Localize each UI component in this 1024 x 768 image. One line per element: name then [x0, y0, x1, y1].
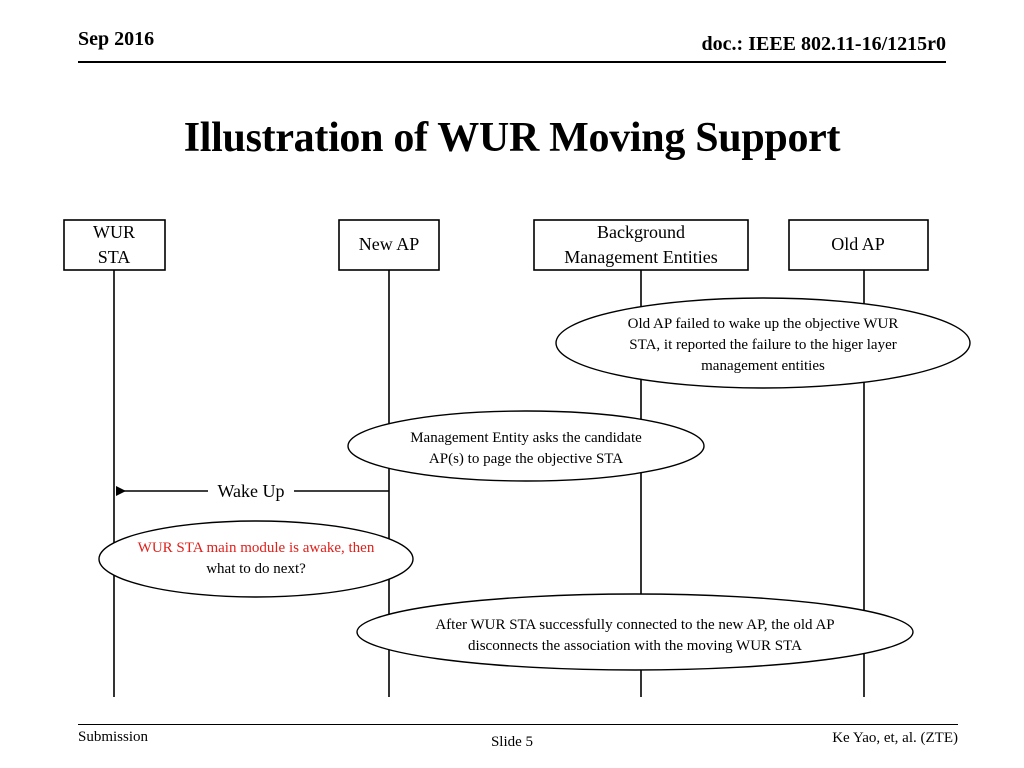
note-text-main-module-awake-line1: WUR STA main module is awake, then	[138, 540, 375, 556]
entity-label-wur-sta-line2: STA	[98, 247, 131, 267]
footer-submission: Submission	[78, 729, 149, 745]
note-text-old-ap-failed-line1: Old AP failed to wake up the objective W…	[628, 316, 899, 332]
note-text-management-entity-line1: Management Entity asks the candidate	[410, 430, 642, 446]
entity-label-old-ap: Old AP	[831, 234, 885, 254]
entity-label-new-ap: New AP	[359, 234, 420, 254]
entity-box-bme	[533, 219, 749, 271]
note-ellipse-disconnect	[356, 593, 914, 671]
header-doc-id: doc.: IEEE 802.11-16/1215r0	[701, 33, 946, 55]
slide-title: Illustration of WUR Moving Support	[183, 115, 841, 161]
note-ellipse-management-entity	[347, 410, 705, 482]
note-text-management-entity-line2: AP(s) to page the objective STA	[429, 451, 623, 467]
note-text-disconnect-line2: disconnects the association with the mov…	[468, 638, 802, 654]
note-text-main-module-awake-line2: what to do next?	[206, 561, 306, 577]
note-ellipse-old-ap-failed	[555, 297, 971, 389]
entity-box-old-ap	[788, 219, 929, 271]
note-text-disconnect-line1: After WUR STA successfully connected to …	[435, 617, 834, 633]
header-divider	[78, 61, 946, 63]
footer-slide-number: Slide 5	[490, 734, 534, 750]
header-date: Sep 2016	[78, 28, 155, 50]
note-ellipse-main-module-awake	[98, 520, 414, 598]
footer-divider	[78, 724, 958, 725]
message-label-wake-up: Wake Up	[217, 481, 284, 501]
footer-author: Ke Yao, et, al. (ZTE)	[832, 730, 958, 746]
message-label-bg	[208, 479, 294, 503]
note-text-old-ap-failed-line2: STA, it reported the failure to the hige…	[629, 337, 896, 353]
entity-box-new-ap	[338, 219, 440, 271]
entity-box-wur-sta	[63, 219, 166, 271]
note-text-old-ap-failed-line3: management entities	[701, 358, 825, 374]
entity-label-bme-line2: Management Entities	[564, 247, 717, 267]
entity-label-bme-line1: Background	[597, 222, 685, 242]
entity-label-wur-sta-line1: WUR	[93, 222, 135, 242]
